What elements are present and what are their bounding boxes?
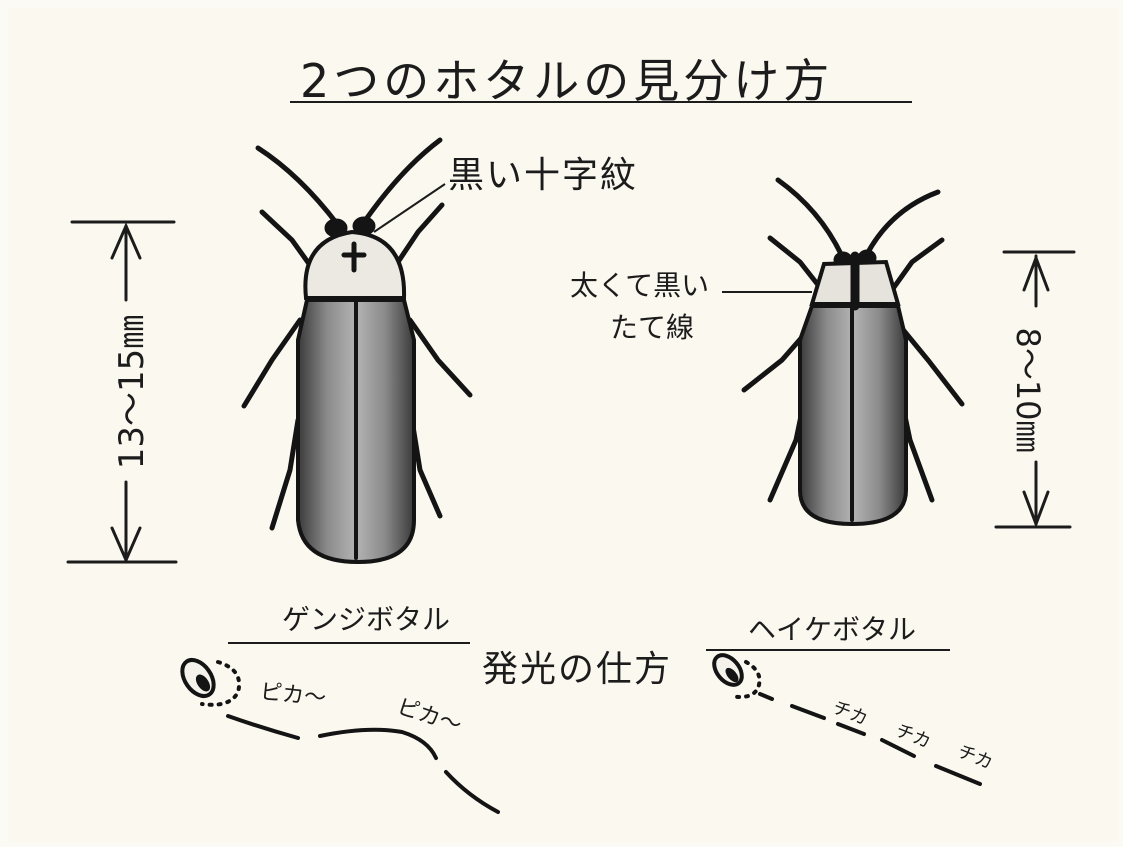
page-title: 2つのホタルの見分け方 bbox=[300, 58, 833, 104]
genji-leg-hind-right bbox=[412, 420, 440, 516]
genji-leg-front-left bbox=[262, 212, 312, 268]
genji-antenna-right bbox=[362, 140, 440, 225]
genji-antenna-left bbox=[258, 148, 338, 225]
heike-antenna-left bbox=[778, 180, 842, 256]
thick-line-label-2: たて線 bbox=[610, 314, 694, 342]
heike-leg-front-left bbox=[770, 238, 822, 290]
genji-leg-front-right bbox=[398, 205, 442, 262]
heike-glow-dash-2 bbox=[792, 706, 824, 718]
genji-glow-trail-3 bbox=[446, 772, 498, 812]
heike-firefly bbox=[744, 180, 962, 524]
genji-name-label: ゲンジボタル bbox=[282, 606, 450, 634]
genji-glow-trail-1 bbox=[228, 716, 298, 738]
heike-leg-mid-right bbox=[900, 326, 962, 404]
genji-leg-mid-right bbox=[410, 320, 470, 395]
heike-name-label: ヘイケボタル bbox=[748, 616, 916, 644]
heike-antenna-right bbox=[866, 192, 938, 256]
heike-leg-front-right bbox=[892, 240, 942, 290]
heike-glow-dash-1 bbox=[760, 694, 772, 699]
size-label-large: 13〜15㎜ bbox=[115, 315, 149, 470]
genji-leg-hind-left bbox=[272, 420, 298, 528]
glow-method-label: 発光の仕方 bbox=[482, 652, 672, 688]
thick-line-label-1: 太くて黒い bbox=[570, 272, 709, 300]
genji-leg-mid-left bbox=[244, 320, 300, 406]
genji-glow-trail-2 bbox=[320, 730, 436, 758]
genji-firefly bbox=[244, 140, 470, 562]
size-label-small: 8〜10㎜ bbox=[1012, 327, 1044, 452]
cross-mark-label: 黒い十字紋 bbox=[448, 158, 638, 194]
heike-glow-dash-5 bbox=[936, 766, 980, 784]
